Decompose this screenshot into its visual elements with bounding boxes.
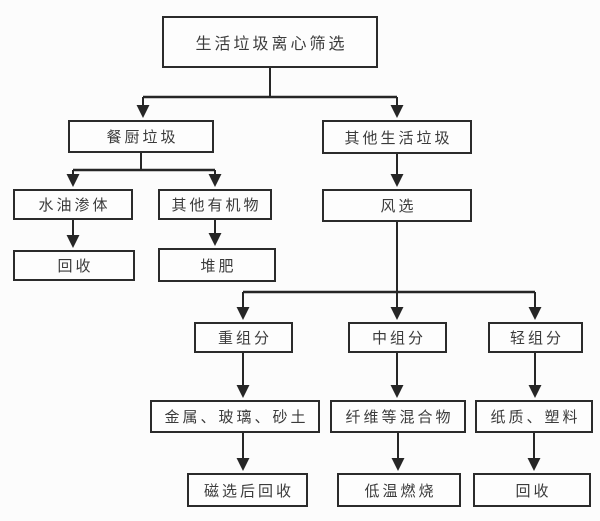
node-other-organics: 其他有机物 <box>158 189 272 220</box>
node-magnetic-separation-recycle: 磁选后回收 <box>187 473 308 507</box>
node-root: 生活垃圾离心筛选 <box>162 16 378 68</box>
node-fiber-mixture: 纤维等混合物 <box>330 400 466 433</box>
node-water-oil-leachate: 水油渗体 <box>13 189 133 220</box>
node-recycle-right: 回收 <box>473 473 591 507</box>
node-compost: 堆肥 <box>158 248 276 282</box>
node-heavy-fraction: 重组分 <box>194 322 293 353</box>
node-kitchen-waste: 餐厨垃圾 <box>68 120 214 153</box>
node-low-temp-combustion: 低温燃烧 <box>337 473 461 507</box>
node-paper-plastic: 纸质、塑料 <box>475 400 593 433</box>
node-light-fraction: 轻组分 <box>488 322 583 353</box>
node-other-household-waste: 其他生活垃圾 <box>322 120 472 154</box>
node-air-classification: 风选 <box>322 189 472 222</box>
node-medium-fraction: 中组分 <box>348 322 447 353</box>
node-recycle-left: 回收 <box>13 250 135 281</box>
node-metal-glass-sand: 金属、玻璃、砂土 <box>150 400 320 433</box>
